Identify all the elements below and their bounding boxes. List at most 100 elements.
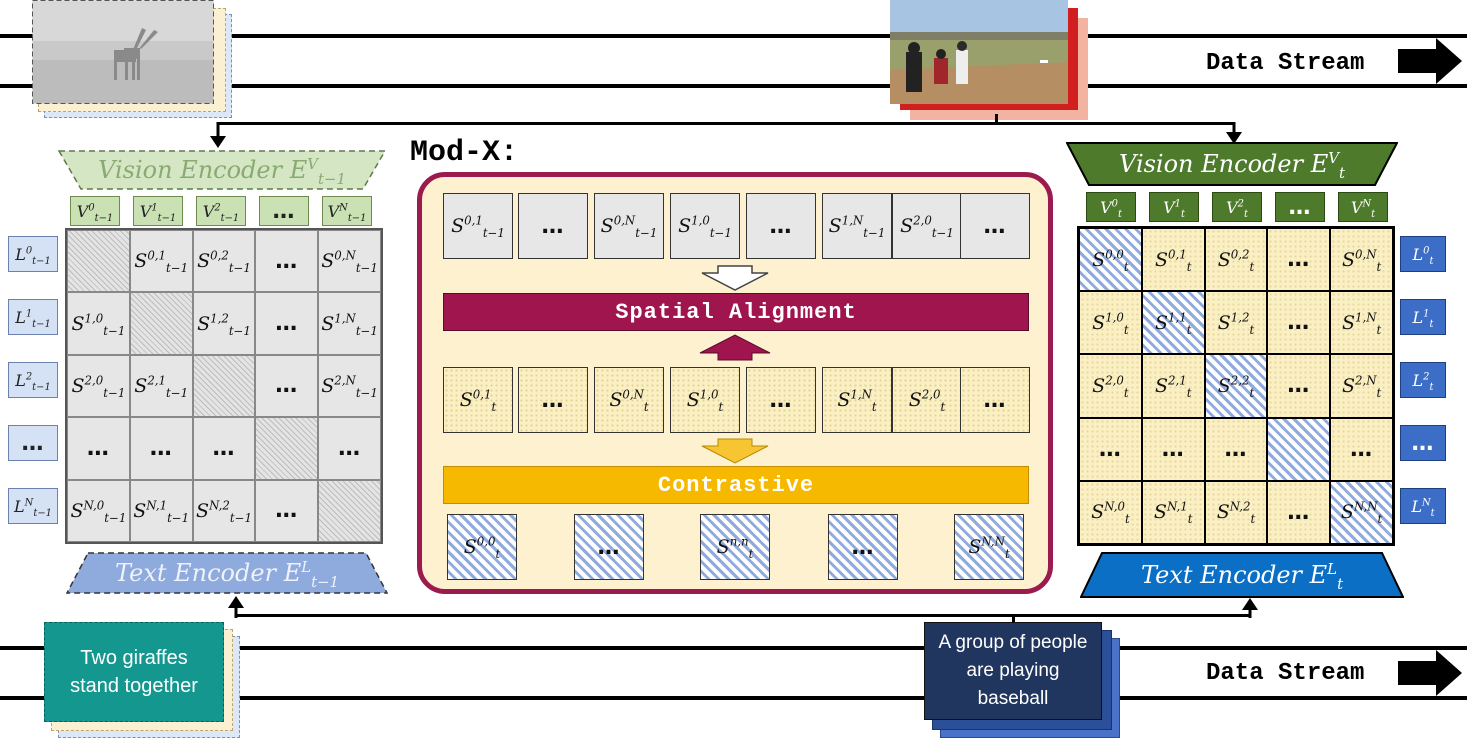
right-caption-text: A group of people are playing baseball bbox=[924, 622, 1102, 720]
arrow-down-yellow-icon bbox=[701, 438, 769, 464]
matrix-cell: … bbox=[1204, 417, 1268, 481]
matrix-cell: S2,1t bbox=[1141, 354, 1205, 418]
math-symbol: L1t−1 bbox=[15, 307, 51, 330]
left-caption-text: Two giraffes stand together bbox=[44, 622, 224, 722]
text-token: L1t−1 bbox=[8, 299, 58, 335]
arrow-down-right-encoder-icon bbox=[1226, 122, 1242, 144]
ellipsis: … bbox=[1287, 310, 1311, 336]
matrix-cell: S1,Nt−1 bbox=[318, 292, 381, 355]
matrix-cell: … bbox=[1141, 417, 1205, 481]
score-box: S0,Nt−1 bbox=[594, 193, 664, 259]
matrix-cell: S0,1t−1 bbox=[129, 230, 193, 293]
ellipsis: … bbox=[1287, 247, 1311, 273]
matrix-cell: SN,0t bbox=[1079, 480, 1142, 544]
math-symbol: V0t bbox=[1100, 197, 1122, 220]
math-symbol: SN,1t bbox=[1153, 500, 1193, 527]
vision-token: VNt−1 bbox=[322, 196, 372, 226]
matrix-cell: … bbox=[67, 417, 130, 480]
math-symbol: V2t bbox=[1226, 197, 1248, 220]
data-stream-label-top: Data Stream bbox=[1198, 50, 1373, 77]
vision-token: … bbox=[1275, 192, 1325, 222]
matrix-cell: … bbox=[1079, 417, 1142, 481]
left-caption-stack: Two giraffes stand together bbox=[44, 622, 244, 740]
math-symbol: SN,0t−1 bbox=[70, 498, 127, 525]
matrix-cell: SN,2t−1 bbox=[192, 479, 256, 542]
matrix-cell: … bbox=[318, 417, 381, 480]
matrix-cell: S0,Nt bbox=[1330, 228, 1393, 292]
math-symbol: S0,1t bbox=[459, 387, 497, 414]
arrow-down-hollow-icon bbox=[701, 265, 769, 291]
math-symbol: V2t−1 bbox=[202, 201, 240, 224]
math-symbol: SN,0t bbox=[1091, 500, 1130, 527]
stream-arrow-bottom-icon bbox=[1398, 650, 1462, 696]
connector-bottom-h bbox=[235, 614, 1250, 617]
score-box: … bbox=[960, 193, 1030, 259]
matrix-cell: SN,0t−1 bbox=[67, 479, 130, 542]
arrow-up-left-encoder-icon bbox=[228, 596, 244, 618]
ellipsis: … bbox=[149, 435, 173, 461]
score-box: … bbox=[828, 514, 898, 580]
score-box: S1,0t bbox=[670, 367, 740, 433]
matrix-cell: … bbox=[129, 417, 193, 480]
stream-line-bottom-2 bbox=[0, 696, 1467, 700]
math-symbol: S0,1t−1 bbox=[451, 213, 505, 240]
math-symbol: S0,Nt−1 bbox=[600, 213, 658, 240]
matrix-cell: … bbox=[192, 417, 256, 480]
text-token: … bbox=[8, 425, 58, 461]
math-symbol: S1,0t−1 bbox=[678, 213, 732, 240]
text-token: L1t bbox=[1400, 299, 1446, 335]
math-symbol: S0,0t bbox=[463, 534, 501, 561]
matrix-cell: … bbox=[1267, 480, 1331, 544]
matrix-cell bbox=[1267, 417, 1331, 481]
matrix-cell: S1,2t−1 bbox=[192, 292, 256, 355]
math-symbol: S2,1t−1 bbox=[134, 373, 189, 400]
right-caption-stack: A group of people are playing baseball bbox=[924, 622, 1124, 740]
matrix-cell: SN,Nt bbox=[1330, 480, 1393, 544]
score-box: S1,Nt−1 bbox=[822, 193, 892, 259]
ellipsis: … bbox=[769, 387, 793, 413]
math-symbol: VNt bbox=[1350, 197, 1376, 220]
matrix-cell bbox=[129, 292, 193, 355]
math-symbol: L0t−1 bbox=[15, 244, 51, 267]
ellipsis: … bbox=[769, 213, 793, 239]
score-box: … bbox=[746, 367, 816, 433]
score-box: S1,Nt bbox=[822, 367, 892, 433]
math-symbol: SN,2t−1 bbox=[196, 498, 252, 525]
math-symbol: S2,Nt−1 bbox=[321, 373, 378, 400]
vision-token: VNt bbox=[1338, 192, 1388, 222]
ellipsis: … bbox=[1411, 430, 1435, 456]
ellipsis: … bbox=[21, 430, 45, 456]
matrix-cell: SN,2t bbox=[1204, 480, 1268, 544]
math-symbol: S0,2t bbox=[1217, 247, 1255, 274]
text-token: LNt bbox=[1400, 488, 1446, 524]
vision-token: V0t−1 bbox=[70, 196, 120, 226]
matrix-cell: S0,1t bbox=[1141, 228, 1205, 292]
right-image-stack bbox=[890, 0, 1090, 120]
math-symbol: S0,2t−1 bbox=[197, 248, 251, 275]
stream-line-top-1 bbox=[0, 34, 1467, 38]
matrix-cell: … bbox=[1267, 228, 1331, 292]
math-symbol: V0t−1 bbox=[76, 201, 114, 224]
ellipsis: … bbox=[275, 248, 299, 274]
matrix-cell: … bbox=[1330, 417, 1393, 481]
score-box: S0,1t bbox=[443, 367, 513, 433]
score-box: … bbox=[574, 514, 644, 580]
ellipsis: … bbox=[275, 311, 299, 337]
matrix-cell bbox=[255, 417, 319, 480]
vision-token: V1t bbox=[1149, 192, 1199, 222]
math-symbol: SN,Nt bbox=[968, 534, 1010, 561]
ellipsis: … bbox=[1224, 436, 1248, 462]
ellipsis: … bbox=[1350, 436, 1374, 462]
math-symbol: L2t bbox=[1412, 370, 1434, 393]
math-symbol: S1,Nt bbox=[837, 387, 877, 414]
baseball-photo-icon bbox=[890, 0, 1068, 104]
modx-title: Mod-X: bbox=[410, 136, 519, 170]
matrix-cell bbox=[192, 354, 256, 418]
vision-token: V2t bbox=[1212, 192, 1262, 222]
math-symbol: S2,0t−1 bbox=[71, 373, 126, 400]
text-token: LNt−1 bbox=[8, 488, 58, 524]
text-token: L0t−1 bbox=[8, 236, 58, 272]
math-symbol: S1,Nt−1 bbox=[321, 311, 378, 338]
ellipsis: … bbox=[275, 498, 299, 524]
matrix-cell: S2,0t bbox=[1079, 354, 1142, 418]
